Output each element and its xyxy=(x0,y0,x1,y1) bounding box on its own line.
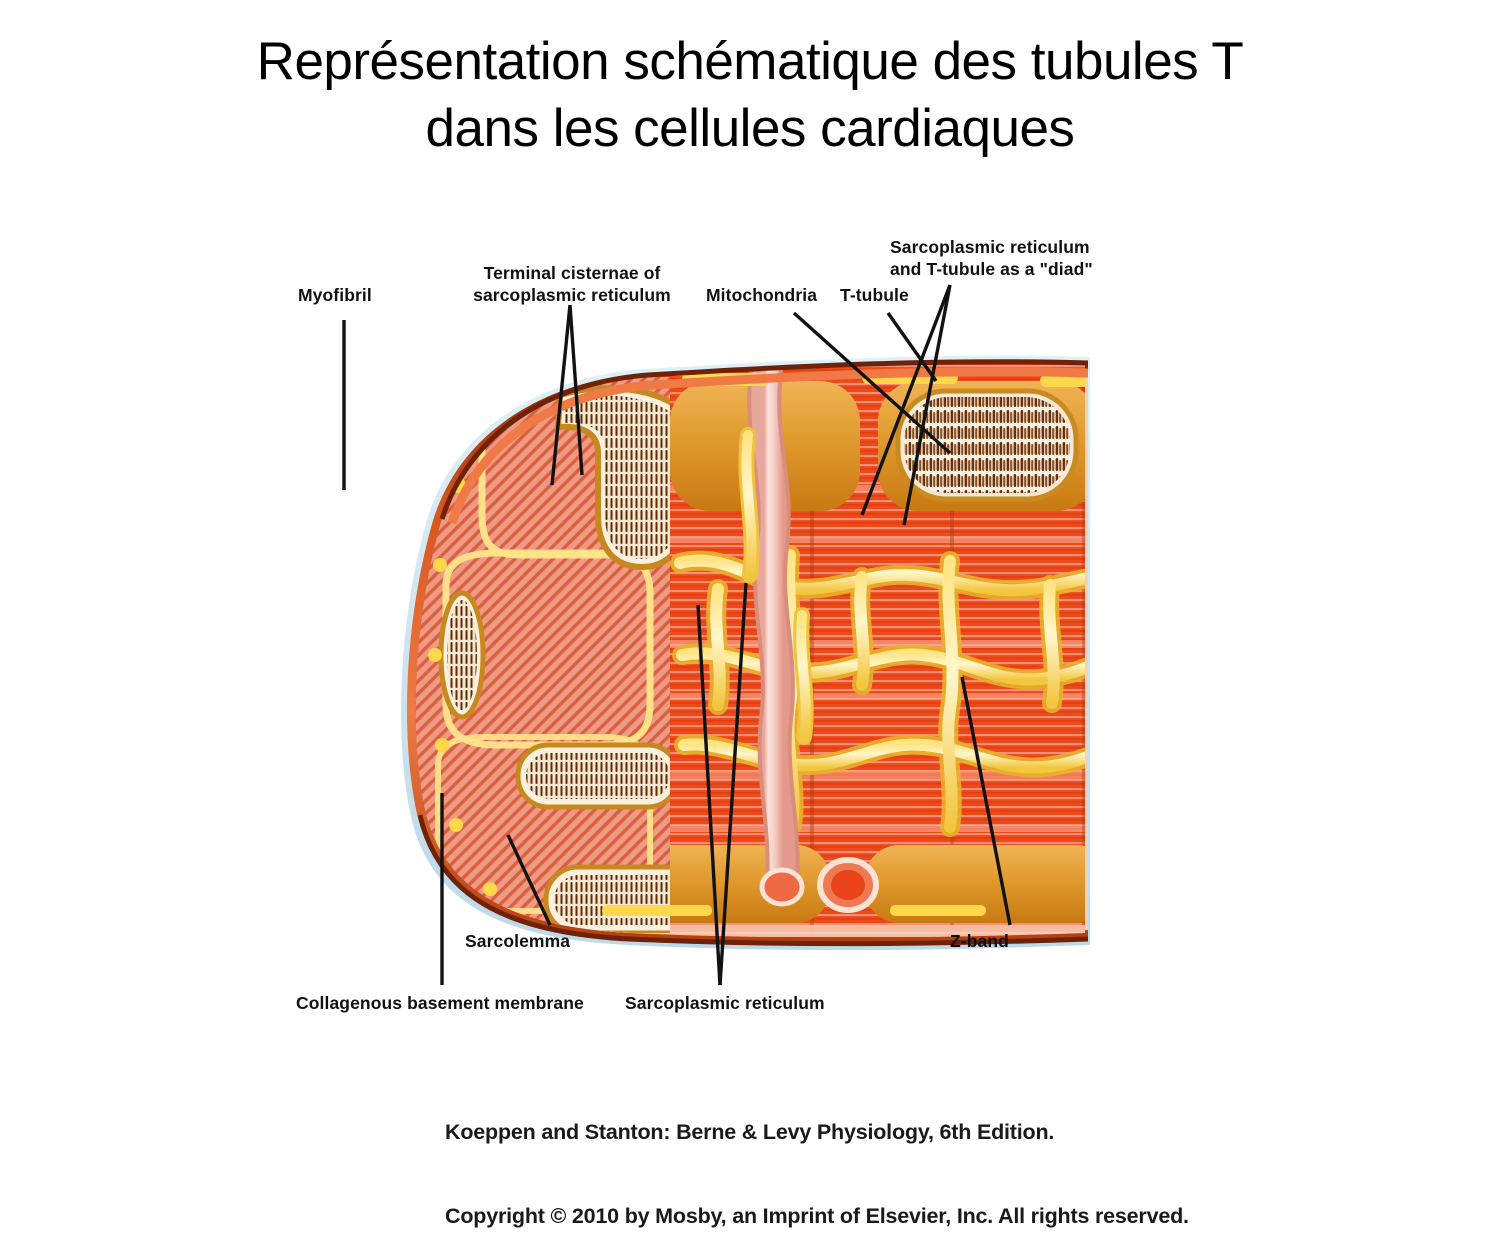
label-terminal-cisternae-line-2: sarcoplasmic reticulum xyxy=(473,285,671,305)
cardiac-muscle-fiber-illustration xyxy=(342,284,1186,986)
citation-line-1: Koeppen and Stanton: Berne & Levy Physio… xyxy=(445,1119,1055,1144)
page-title-line-1: Représentation schématique des tubules T xyxy=(256,32,1244,91)
page-title-line-2: dans les cellules cardiaques xyxy=(425,99,1075,159)
label-collagenous-basement-membrane: Collagenous basement membrane xyxy=(296,993,584,1013)
citation: Koeppen and Stanton: Berne & Levy Physio… xyxy=(445,1063,1189,1259)
cut-face-mitochondria xyxy=(438,385,670,933)
label-terminal-cisternae-line-1: Terminal cisternae of xyxy=(483,263,661,283)
surface-sr-beads xyxy=(602,371,1086,916)
label-diad-line-1: Sarcoplasmic reticulum xyxy=(890,237,1090,257)
label-diad-line-2: and T-tubule as a "diad" xyxy=(890,259,1093,279)
label-myofibril: Myofibril xyxy=(298,285,372,305)
label-t-tubule: T-tubule xyxy=(840,285,909,305)
cut-face-sr-dots xyxy=(428,477,497,896)
label-sarcolemma: Sarcolemma xyxy=(465,931,571,951)
muscle-fiber-diagram: Myofibril Terminal cisternae of sarcopla… xyxy=(250,185,1260,1105)
citation-line-2: Copyright © 2010 by Mosby, an Imprint of… xyxy=(445,1203,1189,1228)
t-tubule-left xyxy=(747,363,805,907)
label-mitochondria: Mitochondria xyxy=(706,285,818,305)
t-tubule-right xyxy=(1168,373,1186,877)
sarcolemma-surface-ridge xyxy=(417,359,1089,947)
label-sarcoplasmic-reticulum: Sarcoplasmic reticulum xyxy=(625,993,825,1013)
terminal-cisternae xyxy=(738,427,814,745)
label-z-band: Z-band xyxy=(950,931,1009,951)
page-title: Représentation schématique des tubules T… xyxy=(150,28,1350,163)
label-leader-lines xyxy=(342,284,1012,986)
